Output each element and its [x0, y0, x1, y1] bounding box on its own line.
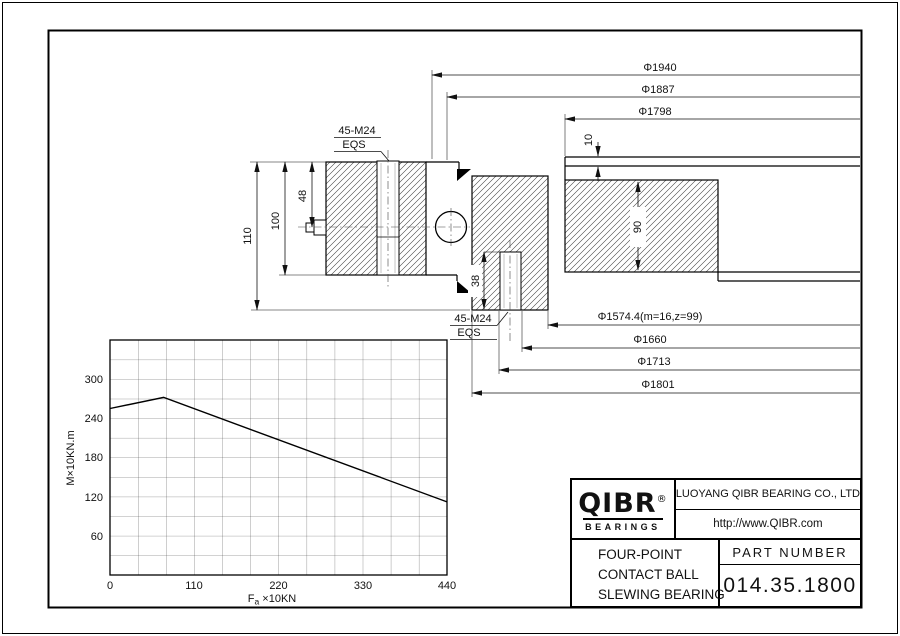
svg-text:240: 240: [85, 413, 103, 425]
part-number-value: 014.35.1800: [723, 573, 857, 597]
part-number-cell: PART NUMBER 014.35.1800: [720, 540, 860, 606]
dim-10: 10: [583, 134, 595, 146]
dim-1713: Φ1713: [637, 356, 670, 368]
svg-text:440: 440: [438, 580, 456, 592]
company-website: http://www.QIBR.com: [713, 517, 823, 530]
dim-od-1940: Φ1940: [643, 62, 676, 74]
company-logo: QIBR® BEARINGS: [572, 480, 676, 538]
dimensions: Φ1940 Φ1887 Φ1798 Φ1574.4(m=16,z=99) Φ16…: [242, 62, 860, 397]
svg-text:45-M24: 45-M24: [454, 313, 491, 325]
svg-text:45-M24: 45-M24: [338, 125, 375, 137]
logo-brand: QIBR®: [578, 487, 668, 519]
title-block-bottom-row: FOUR-POINT CONTACT BALL SLEWING BEARING …: [572, 540, 860, 606]
y-axis-ticks: 300 240 180 120 60: [85, 374, 103, 543]
mounting-hole-outer: [499, 251, 522, 311]
part-number-label: PART NUMBER: [720, 540, 860, 565]
x-axis-title: Fa ×10KN: [248, 593, 297, 607]
dim-od-1887: Φ1887: [641, 84, 674, 96]
load-curve: [109, 396, 448, 503]
company-name: LUOYANG QIBR BEARING CO., LTD: [675, 480, 860, 510]
dim-height-90: 90: [632, 221, 644, 233]
product-name: FOUR-POINT CONTACT BALL SLEWING BEARING: [572, 540, 725, 606]
logo-subtitle: BEARINGS: [583, 517, 663, 532]
title-block-top-row: QIBR® BEARINGS LUOYANG QIBR BEARING CO.,…: [572, 480, 860, 540]
dim-od-1798: Φ1798: [638, 106, 671, 118]
svg-text:330: 330: [354, 580, 372, 592]
dim-height-110: 110: [242, 227, 254, 245]
dim-1660: Φ1660: [633, 334, 666, 346]
svg-text:120: 120: [85, 492, 103, 504]
seal-bottom: [457, 281, 471, 293]
svg-text:60: 60: [91, 531, 103, 543]
load-capacity-chart: 300 240 180 120 60 0 110 220 330 440 M×1…: [65, 339, 456, 607]
svg-text:220: 220: [269, 580, 287, 592]
dim-1801: Φ1801: [641, 379, 674, 391]
chart-plot-area: [109, 339, 448, 576]
seal-top: [457, 169, 471, 181]
product-line-3: SLEWING BEARING: [598, 587, 725, 602]
svg-text:300: 300: [85, 374, 103, 386]
bolt-note-bottom: 45-M24 EQS: [450, 311, 509, 340]
svg-text:EQS: EQS: [457, 327, 480, 339]
product-line-1: FOUR-POINT: [598, 547, 682, 562]
registered-mark: ®: [656, 493, 668, 505]
x-axis-ticks: 0 110 220 330 440: [107, 580, 456, 592]
dim-gear-pitch-diameter: Φ1574.4(m=16,z=99): [598, 311, 703, 323]
product-line-2: CONTACT BALL: [598, 567, 699, 582]
dim-48: 48: [297, 190, 309, 202]
bolt-note-top: 45-M24 EQS: [334, 125, 390, 162]
inner-ring-section: [325, 161, 427, 276]
dim-38: 38: [470, 275, 482, 287]
dim-height-100: 100: [270, 212, 282, 230]
svg-text:180: 180: [85, 452, 103, 464]
svg-text:EQS: EQS: [342, 139, 365, 151]
svg-text:110: 110: [185, 580, 203, 592]
svg-text:0: 0: [107, 580, 113, 592]
company-info: LUOYANG QIBR BEARING CO., LTD http://www…: [675, 480, 860, 538]
bearing-cross-section: [298, 150, 860, 344]
title-block: QIBR® BEARINGS LUOYANG QIBR BEARING CO.,…: [570, 478, 862, 608]
y-axis-title: M×10KN.m: [65, 430, 77, 485]
